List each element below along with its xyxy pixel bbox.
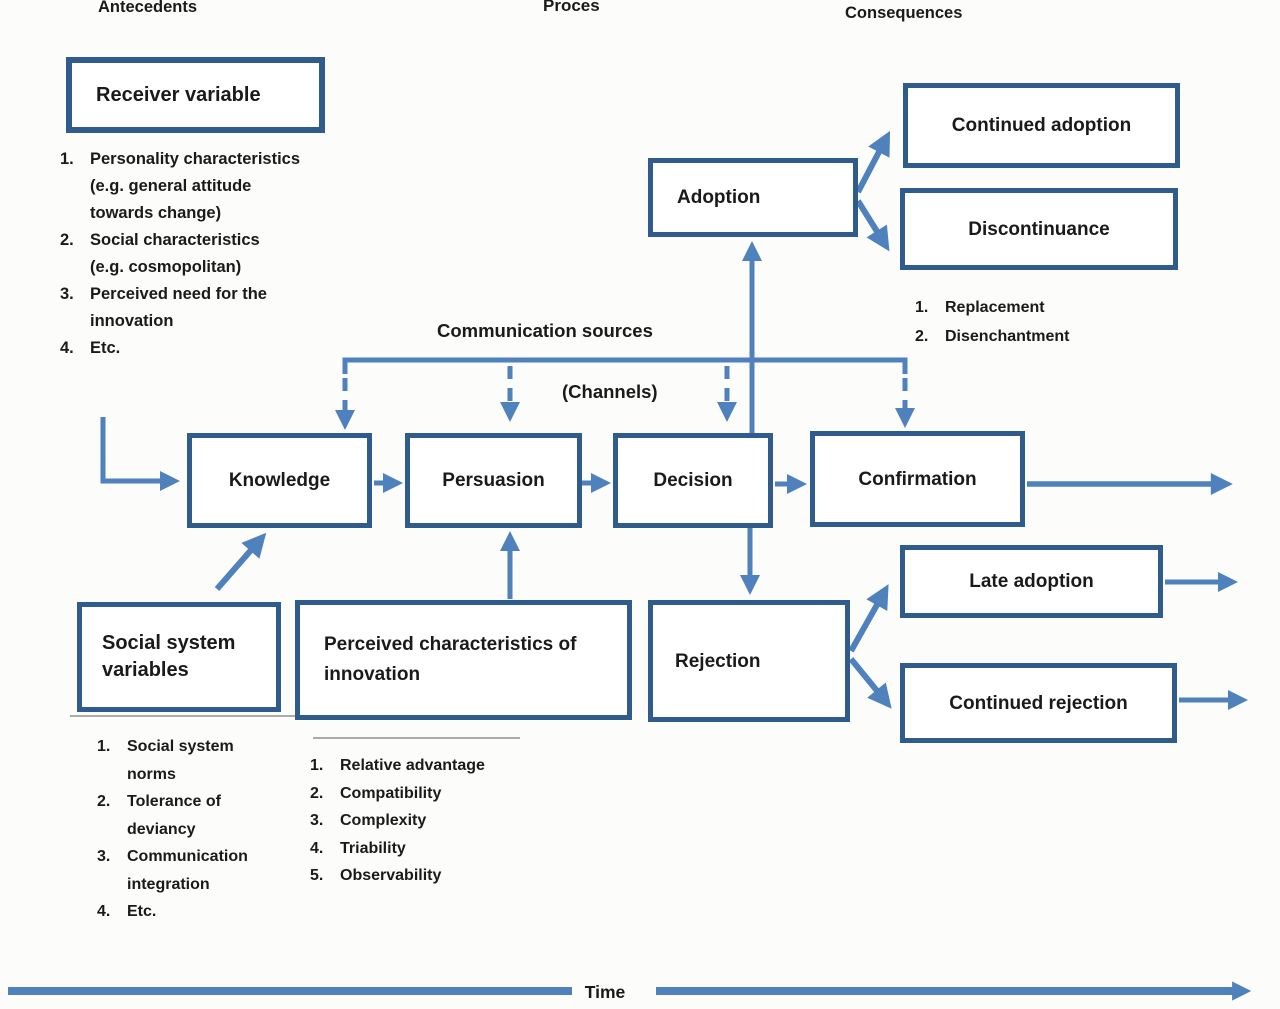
innovation-characteristics-list: 1.Relative advantage 2.Compatibility 3.Com… [310,752,570,890]
column-header-process: Proces [543,0,600,15]
arrow-adoption-to-continued-adoption [855,130,891,194]
decision-label: Decision [653,470,733,491]
receiver-variable-label: Receiver variable [96,83,261,106]
discontinuance-types-list: 1.Replacement 2.Disenchantment [915,293,1165,351]
adoption-box: Adoption [648,158,858,237]
list-item: 1.Personality characteristics(e.g. gener… [60,150,301,222]
arrow-rejection-to-continued-rejection [848,657,892,709]
persuasion-box: Persuasion [405,433,582,528]
continued-rejection-label: Continued rejection [949,692,1128,714]
late-adoption-box: Late adoption [900,545,1163,618]
arrow-adoption-to-discontinuance [855,199,890,252]
confirmation-label: Confirmation [858,468,977,490]
list-item: 4.Etc. [60,339,121,357]
arrow-rejection-to-late-adoption [848,584,889,653]
entry-arrow [100,417,180,491]
receiver-variable-box: Receiver variable [66,57,325,133]
list-item: 2.Disenchantment [915,328,1070,345]
channels-label: (Channels) [562,381,658,402]
column-header-consequences: Consequences [845,4,963,22]
rejection-label: Rejection [675,650,761,672]
knowledge-label: Knowledge [228,470,331,491]
knowledge-box: Knowledge [187,433,372,528]
list-item: 4.Etc. [97,903,157,920]
adoption-label: Adoption [677,187,761,208]
communication-sources-bracket [342,357,908,374]
list-item: 2.Social characteristics(e.g. cosmopolit… [60,231,260,276]
late-adoption-label: Late adoption [969,571,1094,592]
social-system-variables-label: Social system variables [102,632,236,681]
discontinuance-label: Discontinuance [968,218,1110,240]
time-label: Time [584,982,626,1002]
perceived-characteristics-box: Perceived characteristics of innovation [295,600,632,720]
continued-adoption-label: Continued adoption [951,115,1132,136]
discontinuance-box: Discontinuance [900,188,1178,270]
list-item: 4.Triability [310,839,406,857]
decision-box: Decision [613,433,773,528]
confirmation-box: Confirmation [810,431,1025,527]
list-item: 5.Observability [310,867,442,884]
perceived-characteristics-label: Perceived characteristics of innovation [324,634,577,685]
persuasion-label: Persuasion [442,470,545,491]
continued-rejection-box: Continued rejection [900,663,1177,743]
continued-adoption-box: Continued adoption [903,83,1180,168]
rejection-box: Rejection [648,600,850,722]
list-item: 1.Relative advantage [310,757,485,774]
social-system-variables-box: Social system variables [77,602,281,712]
list-item: 1.Replacement [915,299,1045,316]
receiver-variables-list: 1.Personality characteristics(e.g. gener… [60,146,360,362]
column-header-antecedents: Antecedents [98,0,198,16]
arrow-social-to-knowledge [214,532,267,591]
list-item: 3.Complexity [310,812,427,829]
list-item: 2.Compatibility [310,784,442,802]
communication-sources-label: Communication sources [437,320,653,341]
